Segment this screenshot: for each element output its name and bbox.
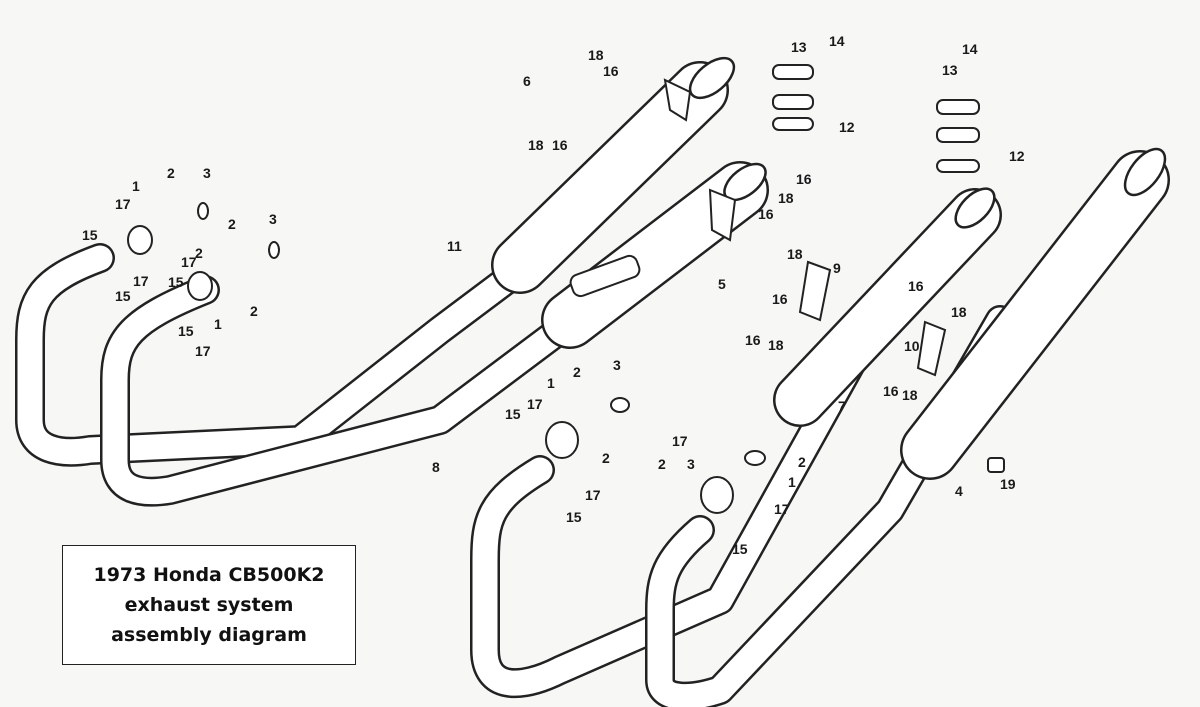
part-callout-18: 18 (768, 337, 784, 353)
gasket-3d (744, 450, 766, 466)
part-callout-1: 1 (214, 316, 222, 332)
part-callout-16: 16 (883, 383, 899, 399)
part-callout-18: 18 (951, 304, 967, 320)
flange-1c (545, 421, 579, 459)
part-callout-5: 5 (718, 276, 726, 292)
part-callout-10: 10 (904, 338, 920, 354)
part-callout-3: 3 (203, 165, 211, 181)
part-callout-16: 16 (552, 137, 568, 153)
part-callout-16: 16 (758, 206, 774, 222)
part-callout-19: 19 (1000, 476, 1016, 492)
pipe-7 (470, 187, 1002, 698)
part-callout-8: 8 (432, 459, 440, 475)
part-callout-18: 18 (528, 137, 544, 153)
part-callout-14: 14 (829, 33, 845, 49)
part-callout-15: 15 (168, 274, 184, 290)
part-callout-17: 17 (585, 487, 601, 503)
part-callout-9: 9 (833, 260, 841, 276)
part-callout-2: 2 (250, 303, 258, 319)
part-callout-15: 15 (566, 509, 582, 525)
flange-1a (127, 225, 153, 255)
part-callout-16: 16 (603, 63, 619, 79)
part-callout-13: 13 (942, 62, 958, 78)
part-callout-16: 16 (772, 291, 788, 307)
pipe-11 (15, 56, 736, 467)
gasket-3c (610, 397, 630, 413)
flange-1d (700, 476, 734, 514)
part-callout-1: 1 (788, 474, 796, 490)
part-callout-16: 16 (745, 332, 761, 348)
flange-1b (187, 271, 213, 301)
part-callout-1: 1 (547, 375, 555, 391)
part-callout-12: 12 (839, 119, 855, 135)
part-callout-3: 3 (687, 456, 695, 472)
part-callout-15: 15 (732, 541, 748, 557)
part-callout-17: 17 (181, 254, 197, 270)
rubber-19 (987, 457, 1005, 473)
part-callout-2: 2 (573, 364, 581, 380)
ring-12d (936, 159, 980, 173)
caption-box: 1973 Honda CB500K2 exhaust system assemb… (62, 545, 356, 665)
bracket-10 (916, 320, 947, 377)
bracket-6 (663, 78, 692, 122)
part-callout-17: 17 (115, 196, 131, 212)
caption-line-3: assembly diagram (111, 624, 307, 646)
part-callout-2: 2 (195, 245, 203, 261)
part-callout-2: 2 (658, 456, 666, 472)
part-callout-2: 2 (602, 450, 610, 466)
part-callout-15: 15 (115, 288, 131, 304)
part-callout-17: 17 (672, 433, 688, 449)
part-callout-16: 16 (908, 278, 924, 294)
pipe-4 (645, 147, 1170, 707)
clamp-13 (772, 64, 814, 80)
part-callout-17: 17 (774, 501, 790, 517)
part-callout-15: 15 (505, 406, 521, 422)
caption-line-1: 1973 Honda CB500K2 (93, 564, 325, 586)
part-callout-7: 7 (838, 398, 846, 414)
ring-12c (936, 127, 980, 143)
part-callout-12: 12 (1009, 148, 1025, 164)
clamp-13b (936, 99, 980, 115)
caption-line-2: exhaust system (124, 594, 294, 616)
small-parts (127, 64, 1005, 514)
part-callout-1: 1 (132, 178, 140, 194)
part-callout-4: 4 (955, 483, 963, 499)
part-callout-14: 14 (962, 41, 978, 57)
part-callout-15: 15 (82, 227, 98, 243)
part-callout-18: 18 (787, 246, 803, 262)
part-callout-16: 16 (796, 171, 812, 187)
ring-12a (772, 94, 814, 110)
part-callout-17: 17 (527, 396, 543, 412)
gasket-3b (268, 241, 280, 259)
ring-12b (772, 117, 814, 131)
part-callout-13: 13 (791, 39, 807, 55)
part-callout-2: 2 (167, 165, 175, 181)
part-callout-18: 18 (588, 47, 604, 63)
part-callout-6: 6 (523, 73, 531, 89)
bracket-9 (798, 260, 832, 322)
bracket-5 (708, 188, 737, 242)
part-callout-3: 3 (613, 357, 621, 373)
part-callout-3: 3 (269, 211, 277, 227)
part-callout-18: 18 (778, 190, 794, 206)
part-callout-17: 17 (133, 273, 149, 289)
gasket-3a (197, 202, 209, 220)
part-callout-11: 11 (447, 238, 462, 254)
part-callout-15: 15 (178, 323, 194, 339)
part-callout-17: 17 (195, 343, 211, 359)
part-callout-2: 2 (798, 454, 806, 470)
part-callout-18: 18 (902, 387, 918, 403)
part-callout-2: 2 (228, 216, 236, 232)
